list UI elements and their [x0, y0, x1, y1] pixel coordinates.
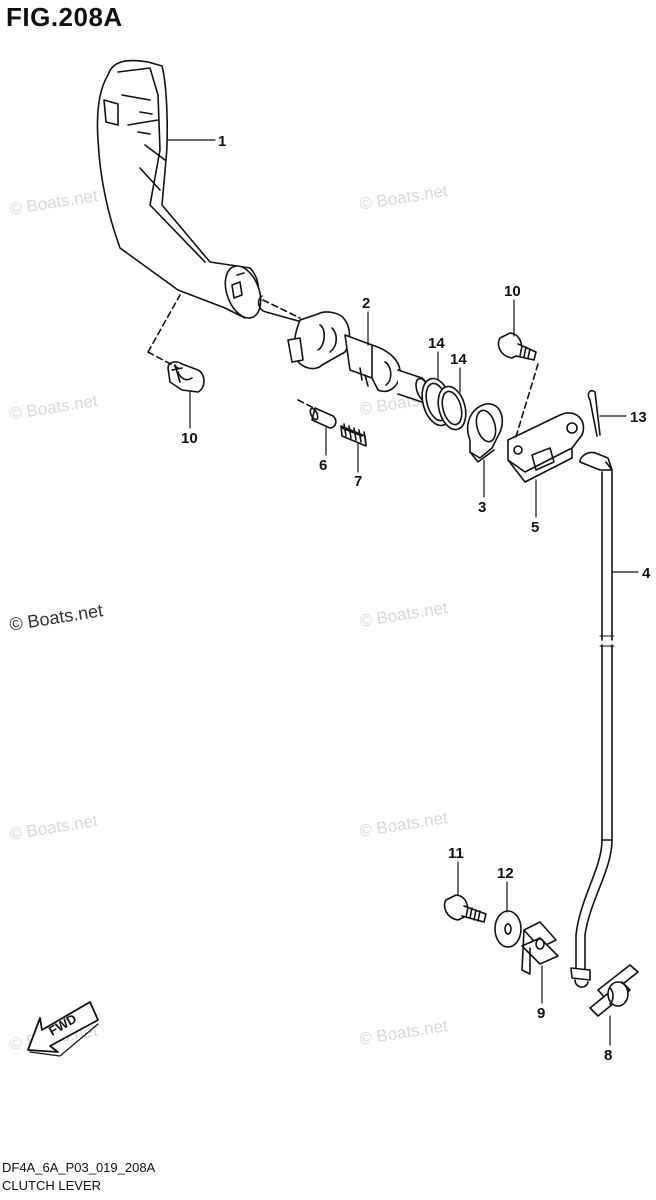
rod-snap: [589, 964, 639, 1017]
callout-4: 4: [642, 565, 651, 582]
callout-5: 5: [531, 519, 539, 536]
o-rings: [421, 377, 467, 431]
ring-plate: [466, 403, 504, 463]
detent-pin: [297, 399, 337, 429]
bolt-upper: [497, 332, 539, 441]
callout-6: 6: [319, 457, 327, 474]
callout-11: 11: [448, 845, 464, 862]
leader-lines: [167, 139, 639, 1046]
callout-12: 12: [497, 865, 514, 882]
callout-14-b: 14: [450, 351, 467, 368]
clutch-shaft: [257, 295, 431, 403]
callout-10-left: 10: [181, 430, 198, 447]
diagram-name: CLUTCH LEVER: [2, 1178, 101, 1193]
clutch-lever-handle: [96, 59, 262, 319]
callout-14-a: 14: [428, 335, 445, 352]
clutch-rod: [570, 451, 615, 988]
bracket: [507, 412, 585, 483]
bolt-lower-left: [147, 294, 205, 393]
callout-9: 9: [537, 1005, 545, 1022]
callout-2: 2: [362, 295, 370, 312]
callout-1: 1: [218, 133, 226, 150]
callout-10-upper: 10: [504, 283, 521, 300]
callout-7: 7: [354, 473, 362, 490]
rod-clip: [521, 921, 559, 975]
washer: [494, 910, 522, 948]
callout-8: 8: [604, 1047, 612, 1064]
spring: [340, 423, 367, 447]
diagram-code: DF4A_6A_P03_019_208A: [2, 1160, 156, 1175]
figure-title: FIG.208A: [6, 2, 123, 32]
callout-3: 3: [478, 499, 486, 516]
bolt-bottom: [443, 894, 487, 923]
cotter-pin: [587, 389, 601, 437]
callout-13: 13: [630, 409, 647, 426]
forward-arrow-icon: [27, 1001, 99, 1057]
